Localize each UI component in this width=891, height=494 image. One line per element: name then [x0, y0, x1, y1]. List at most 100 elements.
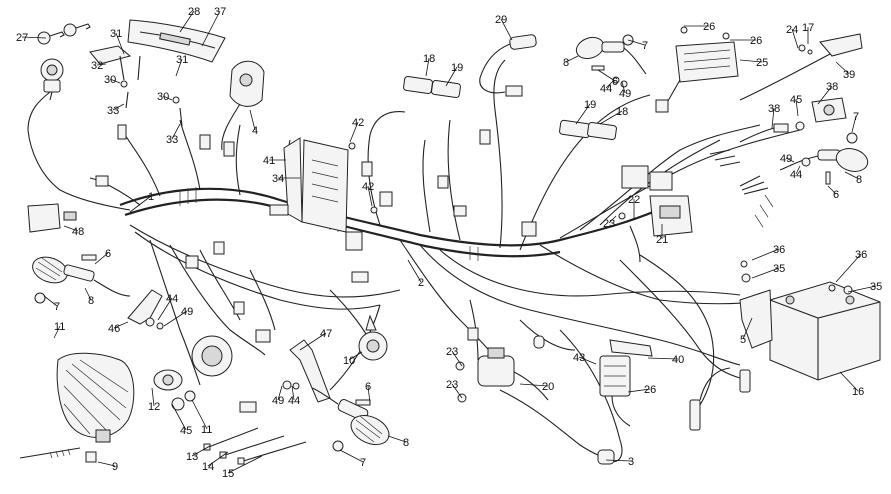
- callout-leader-c31a: [115, 32, 125, 55]
- callout-leader-c8d: [387, 435, 407, 443]
- cable-ties: [203, 427, 307, 465]
- callout-leader-c23b: [451, 350, 463, 367]
- callout-number-c24: 24: [786, 24, 798, 36]
- callout-leader-c39: [835, 61, 850, 75]
- rectifier-bracket: [609, 339, 653, 357]
- turn-indicator-rear-right: [575, 36, 647, 75]
- turn-indicator-rear-left: [779, 148, 869, 172]
- callout-number-c6a: 6: [105, 248, 111, 260]
- callout-leader-c44c: [795, 165, 801, 175]
- connector: [185, 255, 199, 269]
- connector: [95, 175, 109, 187]
- callout-number-c6c: 6: [365, 381, 371, 393]
- callout-number-c49c: 49: [780, 153, 792, 165]
- dash-bracket: [89, 45, 183, 127]
- connector: [479, 129, 491, 145]
- callout-number-c1: 1: [148, 191, 154, 203]
- flasher-relay: [27, 203, 77, 233]
- callout-leader-c45b: [171, 403, 187, 431]
- callout-number-c23c: 23: [446, 379, 458, 391]
- callout-number-c38a: 38: [826, 81, 838, 93]
- callout-number-c47: 47: [320, 328, 332, 340]
- nut: [620, 80, 628, 88]
- callout-number-c10: 10: [343, 355, 355, 367]
- callout-leader-c44a: [605, 79, 615, 89]
- callout-number-c19b: 19: [584, 99, 596, 111]
- callout-number-c44a: 44: [600, 83, 612, 95]
- starter-relay: [649, 195, 693, 237]
- instrument-panel: [127, 19, 226, 63]
- callout-leader-c49b: [163, 310, 188, 327]
- callout-number-c31a: 31: [110, 28, 122, 40]
- connector: [269, 204, 289, 216]
- callout-number-c40: 40: [672, 354, 684, 366]
- callout-leader-c49c: [785, 157, 795, 163]
- bolt: [348, 142, 356, 150]
- callout-number-c25: 25: [756, 57, 768, 69]
- callout-leader-c23c: [451, 383, 463, 399]
- callout-number-c33b: 33: [166, 134, 178, 146]
- callout-number-c44c: 44: [790, 169, 802, 181]
- callout-leader-c43: [578, 356, 597, 365]
- connector: [345, 231, 363, 251]
- callout-leader-c27: [21, 36, 47, 39]
- callout-leader-c1: [129, 195, 152, 213]
- callout-number-c28: 28: [188, 6, 200, 18]
- callout-number-c39: 39: [843, 69, 855, 81]
- callout-number-c18a: 18: [423, 53, 435, 65]
- callout-number-c15: 15: [222, 468, 234, 480]
- connector: [351, 271, 369, 283]
- key-icon: [37, 23, 91, 45]
- callout-number-c17: 17: [802, 22, 814, 34]
- callout-number-c7d: 7: [360, 457, 366, 469]
- callout-leader-c8b: [84, 287, 92, 301]
- engine-control-unit: [283, 137, 349, 233]
- washer: [801, 157, 811, 167]
- battery-bracket: [739, 289, 773, 349]
- wire-terminals: [739, 175, 769, 195]
- bolt: [618, 212, 626, 220]
- headlight-bulb: [153, 369, 183, 391]
- screw: [591, 65, 605, 71]
- callout-leader-c47: [299, 332, 327, 351]
- connector: [361, 161, 373, 177]
- callout-number-c13: 13: [186, 451, 198, 463]
- callout-labels: 1234566667777888891011111213141516171818…: [16, 6, 882, 480]
- callout-leader-c13: [191, 445, 211, 457]
- callout-leader-c33a: [112, 103, 125, 111]
- callout-leader-c19b: [575, 103, 591, 125]
- callout-number-c33a: 33: [107, 105, 119, 117]
- connector: [453, 205, 467, 217]
- callout-number-c35a: 35: [773, 263, 785, 275]
- sensor-wire: [699, 367, 731, 401]
- battery: [769, 281, 881, 381]
- ignition-coil: [477, 347, 549, 401]
- washer: [282, 380, 292, 390]
- clip-nut: [85, 451, 97, 463]
- bolt: [455, 361, 465, 371]
- connector: [437, 175, 449, 189]
- connector: [533, 335, 545, 349]
- callout-number-c11b: 11: [201, 424, 212, 436]
- indicator-screw: [332, 440, 344, 452]
- callout-leader-c2: [407, 259, 422, 283]
- pilot-bulb: [171, 397, 185, 411]
- callout-number-c41: 41: [263, 155, 275, 167]
- headlight-socket: [191, 335, 233, 377]
- callout-leader-c25: [739, 59, 763, 63]
- callout-leader-c38a: [817, 85, 833, 105]
- callout-leader-c18b: [599, 110, 623, 125]
- callout-leader-c45a: [795, 98, 799, 117]
- callout-leader-c32: [96, 63, 107, 66]
- callout-leader-c49a: [621, 81, 626, 94]
- screw: [81, 254, 97, 261]
- wire-terminals: [709, 149, 741, 167]
- callout-leader-c29: [500, 18, 513, 41]
- callout-number-c21: 21: [656, 234, 668, 246]
- callout-leader-c11a: [53, 325, 61, 339]
- callout-number-c31b: 31: [176, 54, 188, 66]
- callout-number-c20: 20: [542, 381, 554, 393]
- callout-number-c19a: 19: [451, 62, 463, 74]
